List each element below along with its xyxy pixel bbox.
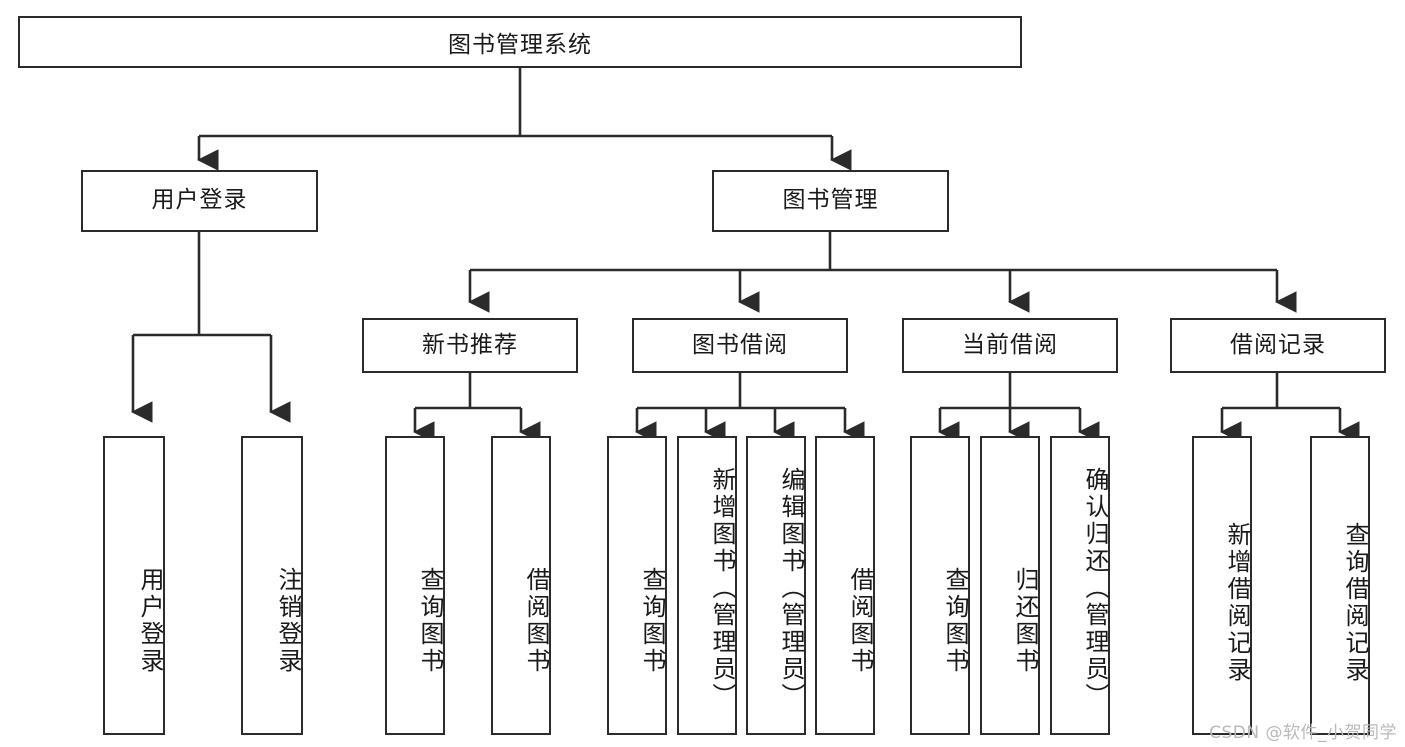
node-label: 图书管理系统 [448,32,592,58]
node-label: 图书借阅 [692,331,788,358]
node-book-borrow[interactable]: 图书借阅 [632,318,848,373]
leaf-user-login[interactable]: 用户登录 [103,436,165,735]
watermark: CSDN @软件_小贺同学 [1209,723,1397,743]
leaf-borrow-book-recommend[interactable]: 借阅图书 [491,436,551,735]
node-label: 新书推荐 [422,331,518,358]
node-label: 编辑图书（管理员） [777,467,805,710]
node-user-login[interactable]: 用户登录 [81,170,318,232]
leaf-borrow-book[interactable]: 借阅图书 [815,436,875,735]
node-root-system[interactable]: 图书管理系统 [18,16,1022,68]
node-current-borrow[interactable]: 当前借阅 [902,318,1118,373]
node-label: 确认归还（管理员） [1081,467,1109,710]
leaf-query-book-borrow[interactable]: 查询图书 [607,436,667,735]
node-label: 查询借阅记录 [1341,521,1369,684]
node-label: 注销登录 [274,566,302,675]
node-new-book-recommend[interactable]: 新书推荐 [362,318,578,373]
node-label: 归还图书 [1011,566,1039,675]
node-label: 借阅记录 [1230,331,1326,358]
leaf-return-book[interactable]: 归还图书 [980,436,1040,735]
node-label: 查询图书 [941,566,969,675]
node-label: 借阅图书 [846,566,874,675]
leaf-query-borrow-record[interactable]: 查询借阅记录 [1310,436,1370,735]
node-label: 新增图书（管理员） [708,467,736,710]
node-label: 查询图书 [416,566,444,675]
node-label: 用户登录 [151,187,248,214]
leaf-edit-book[interactable]: 编辑图书（管理员） [746,436,806,735]
node-label: 新增借阅记录 [1223,521,1251,684]
leaf-query-book-recommend[interactable]: 查询图书 [385,436,445,735]
node-label: 用户登录 [136,566,164,675]
node-borrow-record[interactable]: 借阅记录 [1170,318,1386,373]
leaf-add-book[interactable]: 新增图书（管理员） [677,436,737,735]
leaf-logout-login[interactable]: 注销登录 [241,436,303,735]
node-book-manage[interactable]: 图书管理 [712,170,949,232]
node-label: 当前借阅 [962,331,1058,358]
node-label: 图书管理 [782,187,879,214]
node-label: 借阅图书 [522,566,550,675]
node-label: 查询图书 [638,566,666,675]
leaf-query-book-current[interactable]: 查询图书 [910,436,970,735]
leaf-add-borrow-record[interactable]: 新增借阅记录 [1192,436,1252,735]
leaf-confirm-return[interactable]: 确认归还（管理员） [1050,436,1110,735]
